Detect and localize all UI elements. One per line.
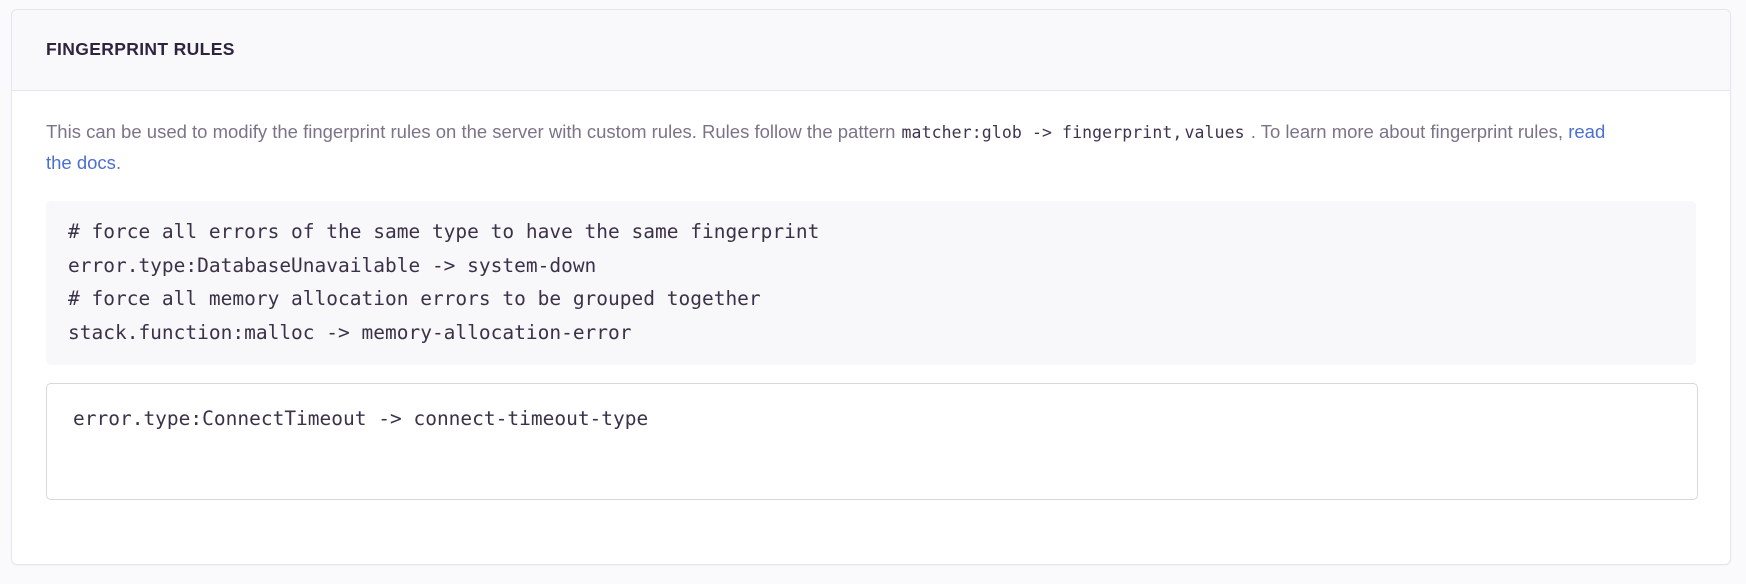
inline-code-values: values [1184, 123, 1245, 142]
page-title: FINGERPRINT RULES [46, 39, 235, 60]
panel-header: FINGERPRINT RULES [12, 10, 1730, 91]
panel-body: This can be used to modify the fingerpri… [12, 91, 1730, 500]
read-the-docs-link[interactable]: read the docs [46, 121, 1606, 173]
example-code-block: # force all errors of the same type to h… [46, 201, 1696, 365]
fingerprint-rules-panel: FINGERPRINT RULES This can be used to mo… [11, 9, 1731, 565]
code-line: # force all errors of the same type to h… [68, 220, 820, 243]
code-line: error.type:DatabaseUnavailable -> system… [68, 253, 597, 277]
description-text: This can be used to modify the fingerpri… [46, 117, 1606, 178]
code-line: # force all memory allocation errors to … [68, 287, 761, 310]
description-part-1: This can be used to modify the fingerpri… [46, 121, 901, 142]
description-part-3: . [115, 152, 122, 173]
description-part-2: . To learn more about fingerprint rules, [1245, 121, 1569, 142]
code-line: stack.function:malloc -> memory-allocati… [68, 320, 632, 344]
inline-code-pattern: matcher:glob -> fingerprint, [901, 123, 1183, 142]
fingerprint-rules-input[interactable] [46, 383, 1698, 500]
